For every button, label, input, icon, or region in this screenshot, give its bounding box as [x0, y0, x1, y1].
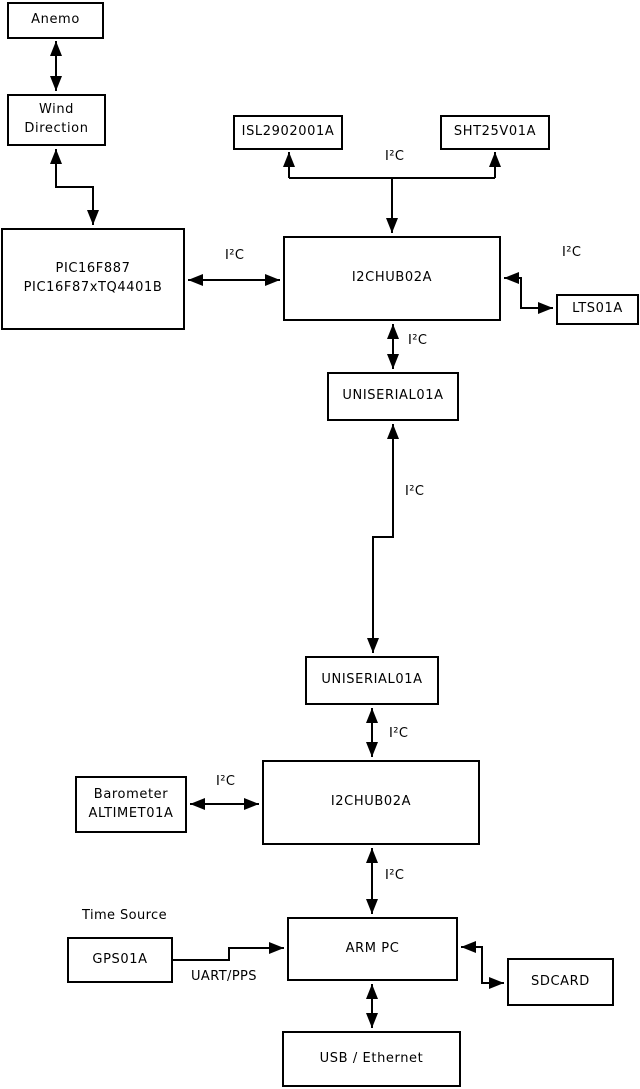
node-sht25v01a: SHT25V01A [440, 115, 550, 150]
label-i2c-hub1-uniserial1: I²C [408, 333, 428, 348]
node-uniserial01a-lower-label: UNISERIAL01A [321, 672, 423, 688]
node-sht25v01a-label: SHT25V01A [453, 124, 537, 140]
edge-hub1-lts [504, 272, 553, 314]
node-anemo-label: Anemo [31, 12, 80, 28]
node-sdcard-label: SDCARD [531, 973, 590, 989]
edge-uniserial-link [367, 424, 399, 653]
label-i2c-pic-hub1: I²C [225, 248, 245, 263]
edge-armpc-sdcard [461, 941, 504, 989]
label-i2c-uniserial2-hub2: I²C [389, 726, 409, 741]
node-wind-direction: Wind Direction [7, 94, 106, 146]
label-i2c-hub2-armpc: I²C [385, 868, 405, 883]
node-isl2902001a: ISL2902001A [233, 115, 343, 150]
node-uniserial01a-upper-label: UNISERIAL01A [342, 388, 444, 404]
node-usb-ethernet-label: USB / Ethernet [319, 1050, 424, 1066]
node-lts01a: LTS01A [556, 294, 639, 325]
node-gps01a-label: GPS01A [92, 951, 148, 967]
label-i2c-sensor-bus: I²C [385, 149, 405, 164]
node-i2chub02a-upper: I2CHUB02A [283, 236, 501, 321]
node-i2chub02a-lower-label: I2CHUB02A [330, 794, 412, 810]
label-time-source: Time Source [82, 908, 167, 923]
node-lts01a-label: LTS01A [572, 301, 623, 317]
node-i2chub02a-lower: I2CHUB02A [262, 760, 480, 845]
node-arm-pc-label: ARM PC [345, 940, 400, 956]
label-i2c-barometer-hub2: I²C [216, 774, 236, 789]
label-i2c-hub1-lts: I²C [562, 245, 582, 260]
node-i2chub02a-upper-label: I2CHUB02A [351, 270, 433, 286]
node-gps01a: GPS01A [67, 937, 173, 983]
node-isl2902001a-label: ISL2902001A [241, 124, 335, 140]
node-pic16f887: PIC16F887 PIC16F87xTQ4401B [1, 228, 185, 330]
node-barometer-altimet01a: Barometer ALTIMET01A [75, 776, 187, 833]
label-uart-pps: UART/PPS [191, 969, 257, 984]
node-uniserial01a-lower: UNISERIAL01A [305, 656, 439, 705]
node-wind-direction-label: Wind Direction [24, 102, 89, 136]
label-i2c-uniserial-link: I²C [405, 484, 425, 499]
node-arm-pc: ARM PC [287, 917, 458, 981]
edge-gps-armpc [173, 942, 284, 961]
node-sdcard: SDCARD [507, 958, 614, 1006]
node-barometer-altimet01a-label: Barometer ALTIMET01A [88, 786, 174, 821]
node-usb-ethernet: USB / Ethernet [282, 1031, 461, 1087]
edge-wind-pic [50, 149, 99, 225]
node-anemo: Anemo [7, 2, 104, 39]
node-pic16f887-label: PIC16F887 PIC16F87xTQ4401B [23, 261, 163, 295]
node-uniserial01a-upper: UNISERIAL01A [327, 372, 459, 421]
